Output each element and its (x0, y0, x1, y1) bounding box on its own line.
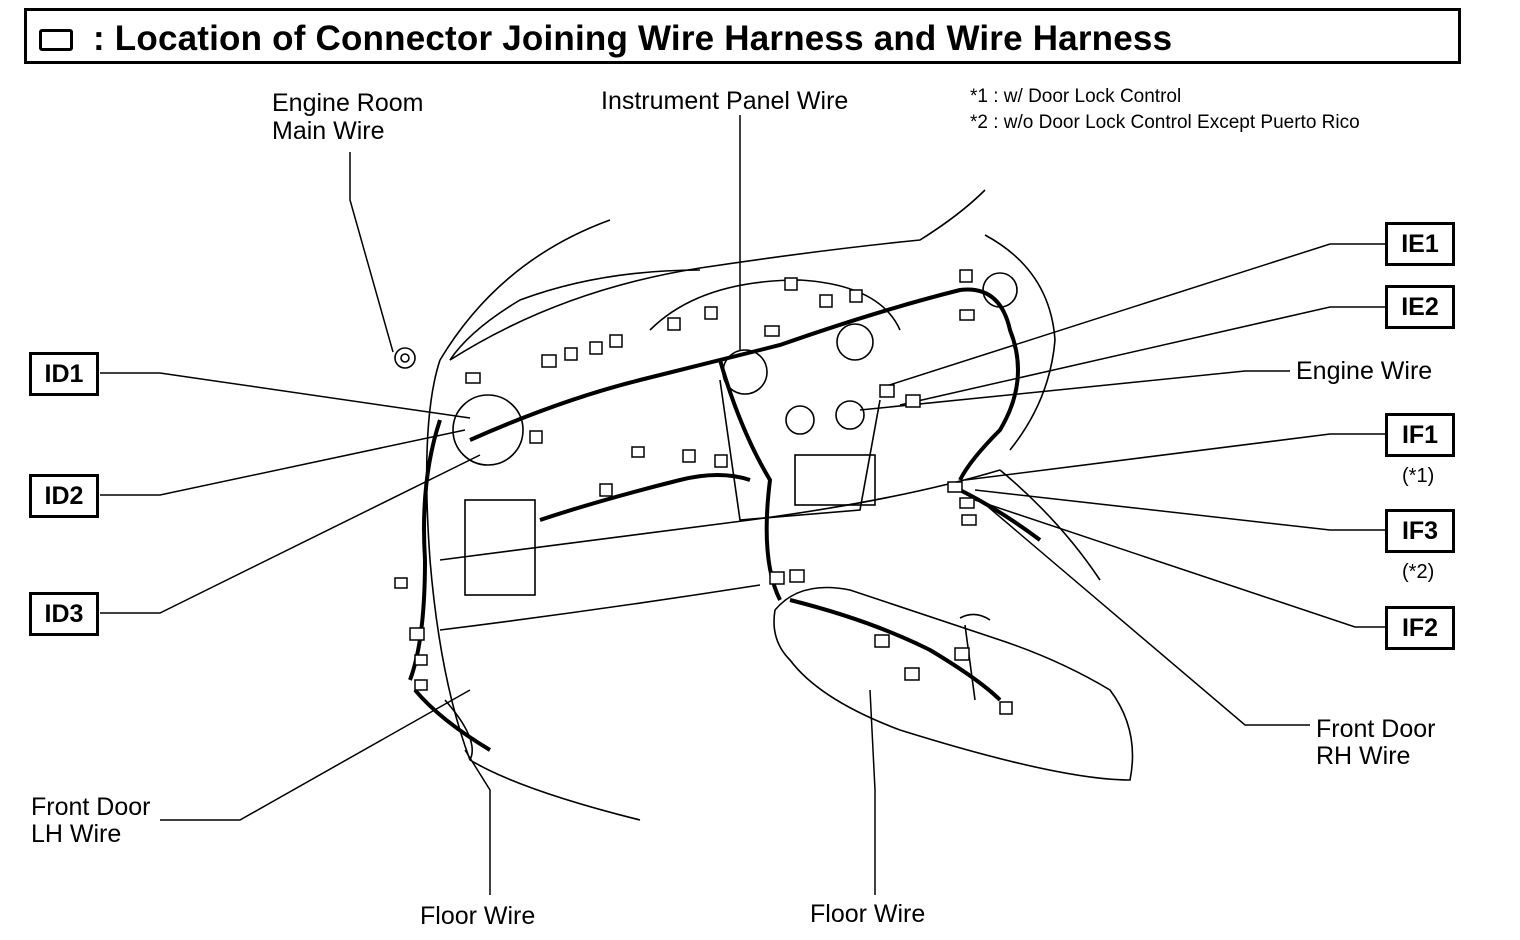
connector-ie1: IE1 (1385, 222, 1455, 266)
ip-main-harness (469, 287, 1020, 481)
dash-top-outline (449, 189, 986, 361)
dash-front-edge (449, 269, 701, 361)
label-instrument-panel-wire: Instrument Panel Wire (601, 87, 849, 115)
label-engine-wire: Engine Wire (1296, 357, 1433, 385)
junction-block (464, 499, 536, 596)
shift-lever (959, 613, 991, 701)
connector-id1: ID1 (29, 352, 99, 396)
label-front-door-lh-wire-line1: Front Door (31, 793, 151, 821)
page-title: : Location of Connector Joining Wire Har… (93, 19, 1173, 58)
label-floor-wire-left: Floor Wire (420, 902, 536, 930)
leader-door-lh (160, 689, 471, 821)
leader-if1 (964, 433, 1385, 481)
meter-right (836, 323, 874, 361)
connector-id2: ID2 (29, 474, 99, 518)
connector-if3: IF3 (1385, 509, 1455, 553)
center-stack (719, 379, 881, 521)
rh-harness (959, 488, 1042, 542)
grommet (394, 347, 416, 369)
leader-floor-right (869, 689, 876, 895)
knob-center (785, 405, 815, 435)
label-front-door-rh-wire-line1: Front Door (1316, 715, 1436, 743)
right-vent (982, 272, 1018, 308)
title-bar: : Location of Connector Joining Wire Har… (24, 8, 1461, 64)
connector-ie2: IE2 (1385, 285, 1455, 329)
leader-id1 (100, 372, 471, 419)
leader-ie1 (879, 243, 1385, 389)
lower-dash (439, 469, 1001, 561)
connector-if1: IF1 (1385, 413, 1455, 457)
leader-ie2 (899, 306, 1385, 406)
leader-id2 (100, 429, 466, 496)
left-vent (452, 394, 524, 466)
leader-floor-left (464, 749, 491, 895)
left-side-panel (425, 359, 641, 821)
if1-note: (*1) (1402, 465, 1435, 487)
floor-harness-left (413, 688, 492, 752)
note-1: *1 : w/ Door Lock Control (970, 86, 1182, 107)
right-side-panel (999, 469, 1101, 581)
lower-harness (539, 473, 751, 522)
radio-unit (794, 454, 876, 506)
leader-door-rh (979, 499, 1310, 726)
console-harness (789, 598, 1002, 702)
label-front-door-rh-wire-line2: RH Wire (1316, 742, 1411, 770)
knob-right (835, 400, 865, 430)
if3-note: (*2) (1402, 561, 1435, 583)
leader-engine-room (349, 152, 394, 353)
label-engine-room-main-wire-line1: Engine Room (272, 89, 424, 117)
left-harness (408, 419, 442, 681)
cluster-hood (649, 279, 901, 331)
dash-bottom (439, 584, 761, 631)
windshield-edge (439, 219, 611, 361)
label-floor-wire-right: Floor Wire (810, 900, 926, 928)
console-tunnel (773, 586, 1134, 781)
dash-right-outline (984, 234, 1056, 451)
connector-box-icon (39, 29, 73, 51)
leader-if2 (974, 499, 1385, 628)
label-front-door-lh-wire-line2: LH Wire (31, 820, 122, 848)
leader-id3 (100, 454, 481, 614)
label-engine-room-main-wire-line2: Main Wire (272, 117, 385, 145)
leader-if3 (974, 489, 1385, 531)
leader-engine-wire (859, 370, 1290, 411)
connector-if2: IF2 (1385, 606, 1455, 650)
note-2: *2 : w/o Door Lock Control Except Puerto… (970, 112, 1360, 133)
connector-id3: ID3 (29, 592, 99, 636)
